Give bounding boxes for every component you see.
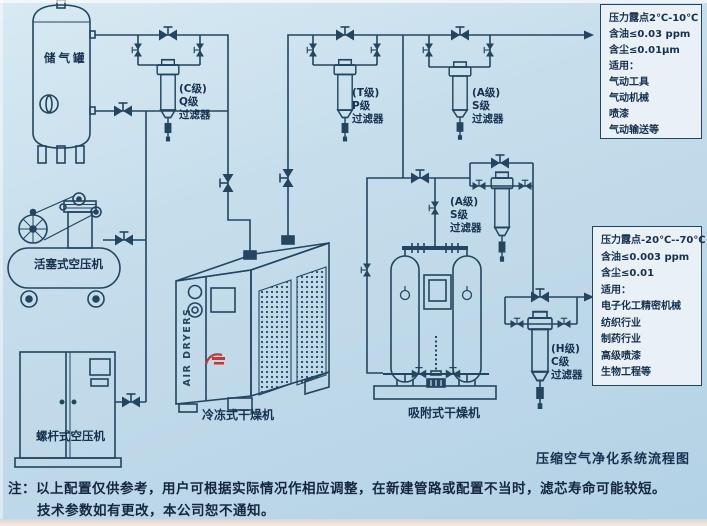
valve-icon <box>483 42 495 58</box>
spec-line: 压力露点2℃-10℃ <box>609 13 699 24</box>
filter-c <box>527 310 553 409</box>
valve-icon <box>306 42 318 58</box>
valve-icon <box>445 366 461 380</box>
filter-p-label: (T级)P级过滤器 <box>352 87 384 125</box>
note-line-2: 技术参数如有更改，本公司恕不通知。 <box>37 503 275 519</box>
spec-line: 含油≤0.003 ppm <box>601 251 690 263</box>
filter-s2-label: (A级)S级过滤器 <box>450 196 482 234</box>
valve-icon <box>158 26 178 42</box>
valve-icon <box>114 231 134 247</box>
valve-icon <box>193 42 205 58</box>
storage-tank-label: 储气罐 <box>44 51 88 65</box>
valve-icon <box>490 154 510 170</box>
valve-icon <box>219 173 235 193</box>
filter-c-label: (H级)C级过滤器 <box>551 343 583 381</box>
spec-line: 气动输送等 <box>609 125 659 136</box>
valve-icon <box>113 102 133 118</box>
filter-s1 <box>448 61 472 140</box>
spec-line: 适用： <box>609 61 639 72</box>
piston-compressor-label: 活塞式空压机 <box>34 257 103 271</box>
spec-line: 喷漆 <box>609 109 629 120</box>
spec-line: 含油≤0.03 ppm <box>609 29 691 40</box>
spec-line: 压力露点-20℃--70℃ <box>601 235 706 246</box>
brand-logo <box>204 353 225 365</box>
valve-icon <box>370 42 382 58</box>
spec-box-refrigerated: 压力露点2℃-10℃ 含油≤0.03 ppm 含尘≤0.01μm 适用： 气动工… <box>600 4 702 139</box>
valve-icon <box>131 42 143 58</box>
scan-edge-bottom <box>0 519 707 526</box>
spec-line: 适用： <box>601 284 631 296</box>
spec-line: 气动机械 <box>609 93 649 104</box>
valve-icon <box>410 169 430 185</box>
valve-icon <box>422 42 434 58</box>
storage-tank <box>32 0 96 164</box>
spec-line: 高级喷漆 <box>601 350 641 362</box>
filter-q <box>156 58 180 142</box>
valve-icon <box>121 393 141 409</box>
screw-compressor <box>14 351 122 468</box>
valve-icon <box>360 262 372 278</box>
adsorption-dryer-label: 吸附式干燥机 <box>408 406 481 420</box>
valve-icon <box>450 26 470 42</box>
valve-icon <box>471 179 487 191</box>
note-line-1: 注：以上配置仅供参考，用户可根据实际情况作相应调整，在新建管路或配置不当时，滤芯… <box>8 481 666 497</box>
spec-line: 含尘≤0.01 <box>601 268 655 279</box>
arrow-to-spec2 <box>584 292 594 302</box>
diagram-caption: 压缩空气净化系统流程图 <box>536 452 691 467</box>
spec-line: 生物工程等 <box>601 367 651 378</box>
spec-line: 含尘≤0.01μm <box>609 45 680 56</box>
spec-line: 纺织行业 <box>601 317 641 329</box>
valve-icon <box>517 179 533 191</box>
spec-box-adsorption: 压力露点-20℃--70℃ 含油≤0.003 ppm 含尘≤0.01 适用： 电… <box>592 226 706 386</box>
screw-compressor-label: 螺杆式空压机 <box>36 429 105 443</box>
scan-edge-top <box>0 0 707 3</box>
piping-network <box>7 0 594 468</box>
valve-icon <box>335 26 355 42</box>
arrow-to-spec1 <box>584 30 594 40</box>
valve-icon <box>428 200 440 216</box>
pipe-tank-to-dryer <box>95 34 251 253</box>
piston-compressor <box>7 192 121 308</box>
spec-line: 电子化工精密机械 <box>601 301 681 312</box>
valve-icon <box>279 168 295 188</box>
adsorption-dryer <box>373 243 497 400</box>
refrigerated-dryer <box>175 235 330 413</box>
valve-icon <box>509 317 525 329</box>
valve-icon <box>556 317 572 329</box>
air-dryers-side-text: AIR DRYERS <box>182 308 193 387</box>
filter-s1-label: (A级)S级过滤器 <box>472 87 504 125</box>
spec-line: 气动工具 <box>609 77 649 88</box>
refrigerated-dryer-label: 冷冻式干燥机 <box>202 408 275 422</box>
filter-q-label: (C级)Q级过滤器 <box>179 83 211 121</box>
spec-line: 制药行业 <box>601 334 641 345</box>
scan-edge-left <box>0 0 3 526</box>
valve-icon <box>411 366 427 380</box>
